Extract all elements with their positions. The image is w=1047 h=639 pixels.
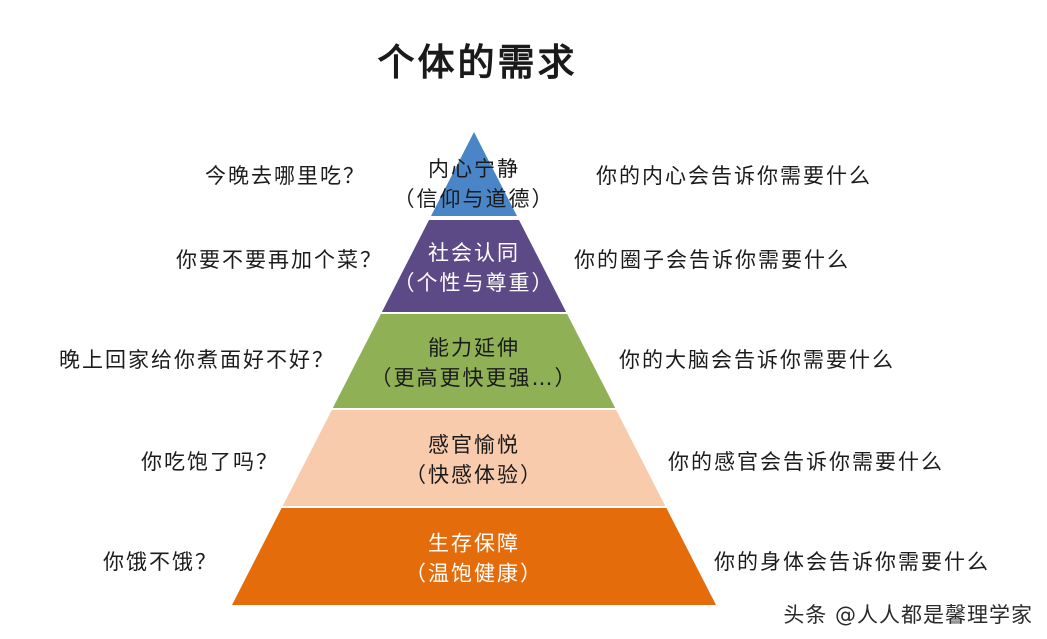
tier-answer: 你的大脑会告诉你需要什么	[619, 348, 895, 372]
pyramid-tier	[431, 132, 517, 216]
tier-answer: 你的感官会告诉你需要什么	[668, 450, 944, 474]
tier-name: 感官愉悦	[428, 433, 520, 457]
pyramid-tier	[232, 508, 716, 605]
watermark: 头条 @人人都是馨理学家	[783, 603, 1033, 627]
page-title: 个体的需求	[377, 41, 578, 84]
pyramid-tier	[282, 410, 666, 506]
tier-subtitle: （信仰与道德）	[394, 187, 555, 211]
pyramid-tier	[381, 220, 567, 312]
pyramid-tier	[332, 314, 616, 408]
tier-answer: 你的圈子会告诉你需要什么	[574, 248, 850, 272]
tier-name: 内心宁静	[428, 157, 520, 181]
tier-question: 晚上回家给你煮面好不好？	[59, 348, 335, 372]
tier-answer: 你的内心会告诉你需要什么	[596, 164, 872, 188]
tier-name: 社会认同	[428, 241, 520, 265]
tier-answer: 你的身体会告诉你需要什么	[714, 550, 990, 574]
tier-subtitle: （温饱健康）	[405, 562, 543, 586]
tier-subtitle: （快感体验）	[405, 463, 543, 487]
tier-question: 今晚去哪里吃？	[205, 164, 366, 188]
tier-subtitle: （更高更快更强…）	[371, 366, 578, 390]
tier-question: 你饿不饿？	[103, 550, 218, 574]
tier-question: 你要不要再加个菜？	[176, 248, 383, 272]
tier-name: 生存保障	[428, 532, 520, 556]
tier-subtitle: （个性与尊重）	[394, 271, 555, 295]
tier-name: 能力延伸	[428, 336, 520, 360]
tier-question: 你吃饱了吗？	[141, 450, 279, 474]
